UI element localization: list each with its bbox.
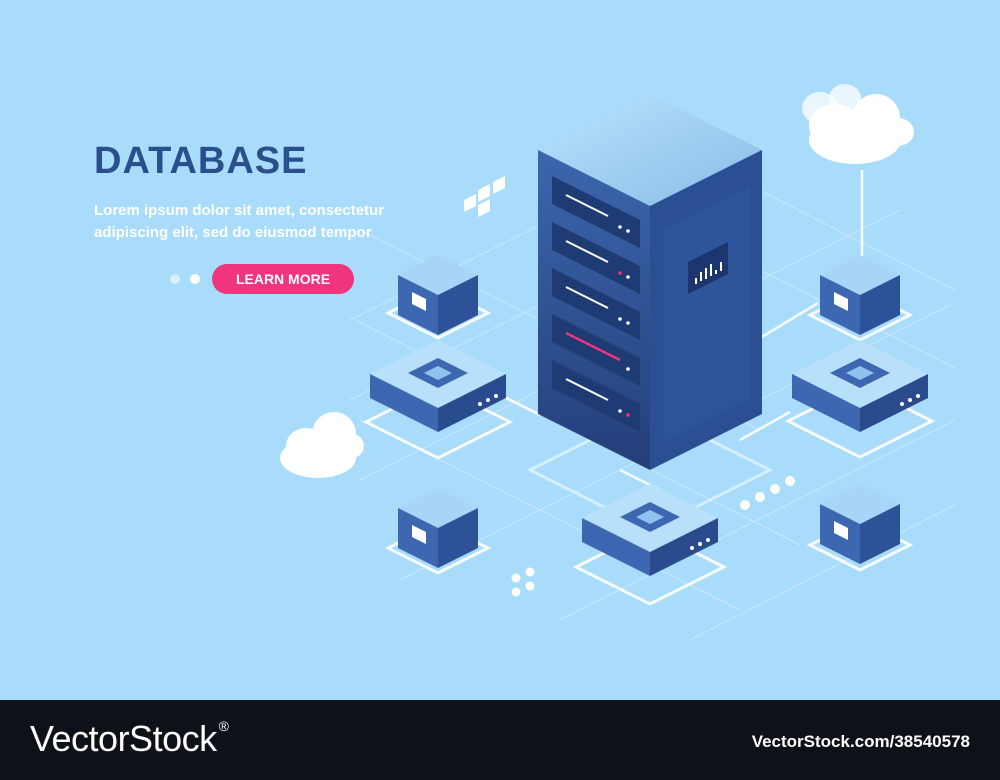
isometric-illustration (280, 84, 956, 641)
page-title: DATABASE (94, 140, 308, 182)
hero-banner: DATABASE Lorem ipsum dolor sit amet, con… (0, 0, 1000, 700)
carousel-dot-1[interactable] (170, 274, 180, 284)
router-device-right (792, 340, 928, 432)
image-id-label: VectorStock.com/38540578 (751, 732, 970, 751)
registered-mark: ® (218, 718, 229, 734)
rack-units (552, 176, 640, 432)
cube-device-right-top (820, 255, 900, 335)
cloud-icon-left (280, 412, 364, 478)
cube-device-left-top (398, 255, 478, 335)
brand-logo: VectorStock® (30, 718, 229, 760)
router-device-left (370, 340, 506, 432)
carousel-dot-2[interactable] (190, 274, 200, 284)
cube-device-left-bottom (398, 488, 478, 568)
cloud-icon-top (802, 84, 914, 164)
window-logo-icon (464, 176, 505, 217)
learn-more-button[interactable]: LEARN MORE (212, 264, 354, 294)
brand-name: VectorStock (30, 718, 217, 759)
dots-decoration (511, 476, 795, 597)
server-rack (538, 94, 762, 470)
hero-subtitle: Lorem ipsum dolor sit amet, consectetur … (94, 202, 385, 241)
watermark-footer: VectorStock® VectorStock.com/38540578 (0, 700, 1000, 780)
cube-device-right-bottom (820, 484, 900, 564)
router-device-bottom (582, 484, 718, 576)
